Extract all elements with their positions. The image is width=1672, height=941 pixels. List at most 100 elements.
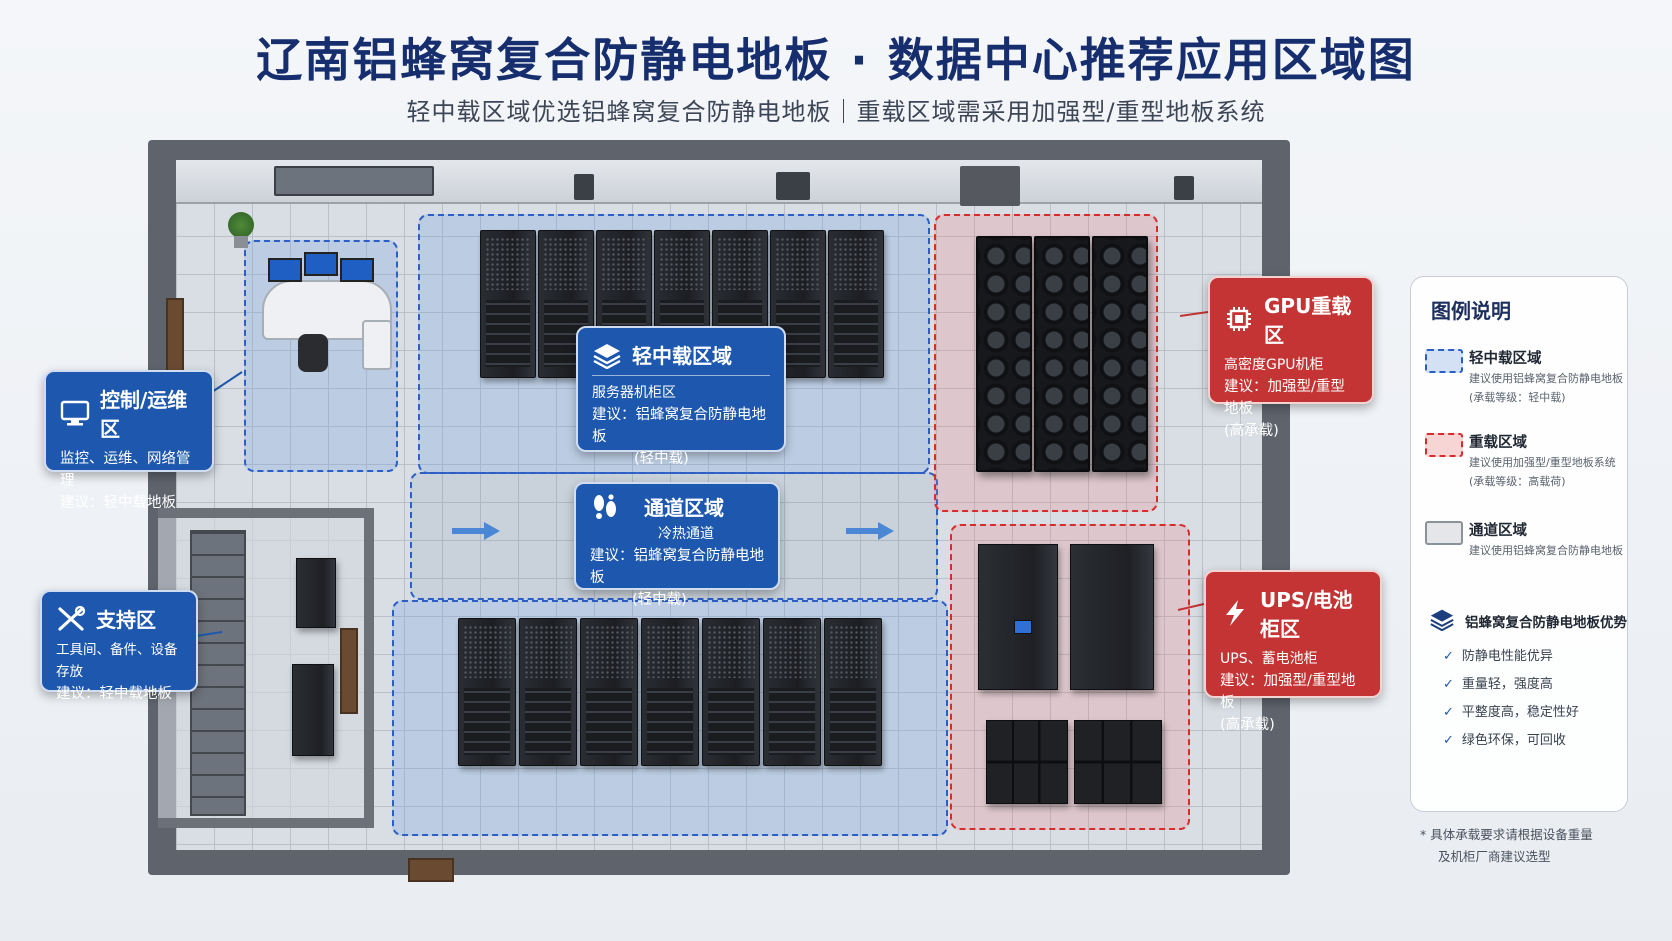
legend-title: 图例说明 — [1431, 299, 1511, 323]
server-rack — [519, 618, 577, 766]
layers-icon — [1430, 609, 1454, 631]
footnote-line2: 及机柜厂商建议选型 — [1438, 849, 1551, 864]
wall-screen — [274, 166, 434, 196]
legend-item-heavy-desc1: 建议使用加强型/重型地板系统 — [1469, 456, 1616, 469]
monitor-icon — [340, 258, 374, 282]
callout-support-header: 支持区 — [56, 604, 182, 633]
callout-support-line2: 建议：轻中载地板 — [56, 686, 172, 702]
legend-advantage-item: ✓防静电性能优异 — [1443, 649, 1553, 664]
callout-ups-line1: UPS、蓄电池柜 — [1220, 651, 1318, 667]
ups-cabinet — [1070, 544, 1154, 690]
callout-gpu-line3: (高承载) — [1224, 423, 1279, 439]
plant-icon — [228, 212, 254, 238]
door — [166, 298, 184, 378]
callout-aisle-line1: 冷热通道 — [658, 526, 714, 542]
check-icon: ✓ — [1443, 705, 1454, 720]
callout-ups-title: UPS/电池柜区 — [1260, 588, 1353, 641]
callout-light-rule — [592, 375, 770, 376]
side-cabinet — [362, 320, 392, 370]
legend-item-heavy-desc2: (承载等级：高载荷) — [1469, 475, 1566, 488]
legend-item-light-desc2: (承载等级：轻中载) — [1469, 391, 1566, 404]
footnote: * 具体承载要求请根据设备重量 及机柜厂商建议选型 — [1420, 824, 1660, 868]
gpu-rack — [1092, 236, 1148, 472]
callout-aisle-line3: (轻中载) — [632, 592, 687, 608]
callout-ups-zone: UPS/电池柜区 UPS、蓄电池柜 建议：加强型/重型地板 (高承载) — [1204, 570, 1382, 733]
legend-swatch-aisle — [1425, 521, 1463, 545]
server-rack — [580, 618, 638, 766]
callout-light-zone: 轻中载区域 服务器机柜区 建议：铝蜂窝复合防静电地板 (轻中载) — [576, 326, 786, 467]
legend-item-heavy-name: 重载区域 — [1469, 435, 1527, 451]
plant-pot — [234, 236, 248, 248]
callout-gpu-line2: 建议：加强型/重型地板 — [1224, 379, 1345, 417]
airflow-arrow — [846, 522, 894, 540]
page-title: 辽南铝蜂窝复合防静电地板 · 数据中心推荐应用区域图 — [256, 33, 1416, 87]
callout-gpu-header: GPU重载区 — [1224, 290, 1358, 348]
callout-light-title: 轻中载区域 — [632, 344, 732, 368]
tools-icon — [58, 605, 86, 631]
door — [408, 858, 454, 882]
server-rack — [641, 618, 699, 766]
office-chair — [298, 334, 328, 372]
lightning-icon — [1226, 600, 1244, 626]
server-rack — [824, 618, 882, 766]
legend-panel: 图例说明 轻中载区域 建议使用铝蜂窝复合防静电地板 (承载等级：轻中载) 重载区… — [1410, 276, 1628, 812]
footprints-icon — [594, 493, 616, 519]
server-rack — [480, 230, 536, 378]
callout-support: 支持区 工具间、备件、设备存放 建议：轻中载地板 — [40, 590, 198, 702]
monitor-icon — [60, 400, 90, 426]
callout-control: 控制/运维区 监控、运维、网络管理 建议：轻中载地板 — [44, 370, 214, 511]
gpu-rack — [1034, 236, 1090, 472]
callout-control-header: 控制/运维区 — [60, 384, 198, 442]
legend-advantages-title: 铝蜂窝复合防静电地板优势 — [1465, 615, 1627, 631]
server-rack — [828, 230, 884, 378]
callout-light-line1: 服务器机柜区 — [592, 385, 676, 401]
storage-cabinet — [292, 664, 334, 756]
check-icon: ✓ — [1443, 733, 1454, 748]
server-rack — [458, 618, 516, 766]
storage-cabinet — [296, 558, 336, 628]
ups-cabinet — [978, 544, 1058, 690]
legend-advantage-item: ✓绿色环保，可回收 — [1443, 733, 1566, 748]
check-icon: ✓ — [1443, 677, 1454, 692]
callout-gpu-zone: GPU重载区 高密度GPU机柜 建议：加强型/重型地板 (高承载) — [1208, 276, 1374, 439]
callout-light-line3: (轻中载) — [634, 451, 689, 467]
legend-item-aisle-name: 通道区域 — [1469, 523, 1527, 539]
legend-item-aisle-desc1: 建议使用铝蜂窝复合防静电地板 — [1469, 544, 1623, 557]
gpu-rack — [976, 236, 1032, 472]
callout-aisle-line2: 建议：铝蜂窝复合防静电地板 — [590, 548, 764, 586]
legend-swatch-light — [1425, 349, 1463, 373]
wall-vent — [776, 172, 810, 200]
callout-light-line2: 建议：铝蜂窝复合防静电地板 — [592, 407, 766, 445]
door — [340, 628, 358, 714]
layers-icon — [593, 343, 621, 369]
storage-shelf — [190, 530, 246, 816]
legend-advantage-item: ✓平整度高，稳定性好 — [1443, 705, 1579, 720]
callout-gpu-line1: 高密度GPU机柜 — [1224, 357, 1324, 373]
footnote-line1: * 具体承载要求请根据设备重量 — [1420, 827, 1593, 842]
monitor-icon — [268, 258, 302, 282]
wall-vent — [1174, 176, 1194, 200]
battery-cabinet — [986, 720, 1068, 804]
callout-gpu-title: GPU重载区 — [1264, 294, 1352, 347]
page-subtitle: 轻中载区域优选铝蜂窝复合防静电地板｜重载区域需采用加强型/重型地板系统 — [406, 98, 1266, 126]
legend-advantage-item: ✓重量轻，强度高 — [1443, 677, 1553, 692]
callout-aisle-title: 通道区域 — [644, 496, 724, 520]
callout-aisle-header: 通道区域 — [590, 492, 764, 521]
callout-aisle-zone: 通道区域 冷热通道 建议：铝蜂窝复合防静电地板 (轻中载) — [574, 482, 780, 608]
chip-icon — [1227, 307, 1251, 331]
battery-cabinet — [1074, 720, 1162, 804]
callout-light-header: 轻中载区域 — [592, 340, 770, 369]
server-rack — [702, 618, 760, 766]
callout-support-title: 支持区 — [96, 608, 156, 632]
legend-swatch-heavy — [1425, 433, 1463, 457]
wall-vent — [960, 166, 1020, 206]
callout-support-line1: 工具间、备件、设备存放 — [56, 642, 178, 680]
legend-item-light-name: 轻中载区域 — [1469, 351, 1542, 367]
callout-ups-header: UPS/电池柜区 — [1220, 584, 1366, 642]
callout-control-line1: 监控、运维、网络管理 — [60, 451, 191, 489]
monitor-icon — [304, 252, 338, 276]
callout-ups-line3: (高承载) — [1220, 717, 1275, 733]
ups-display — [1014, 620, 1032, 634]
check-icon: ✓ — [1443, 649, 1454, 664]
server-rack — [763, 618, 821, 766]
